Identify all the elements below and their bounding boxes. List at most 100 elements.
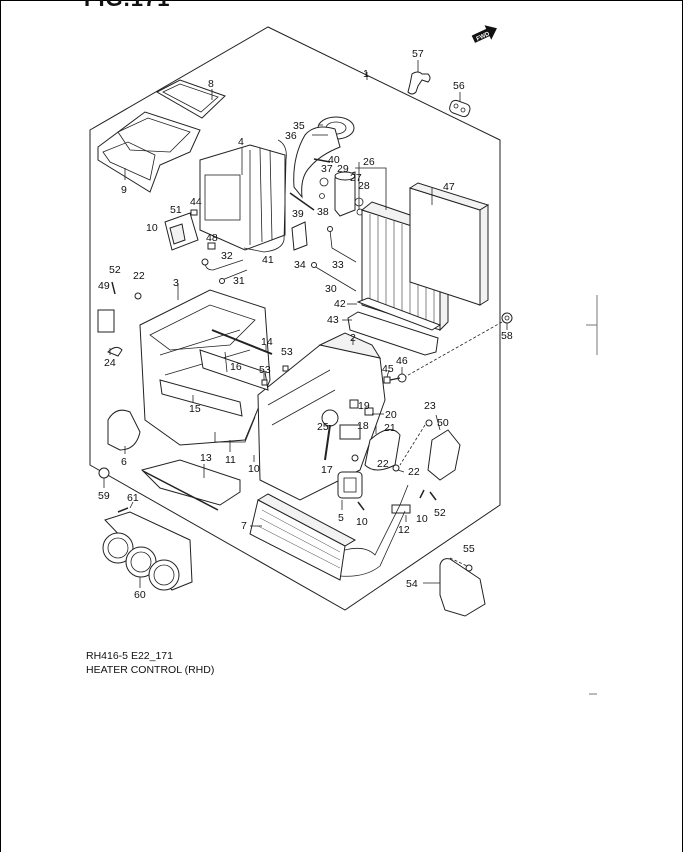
callout-40: 40 (328, 154, 340, 166)
part-41-wire-harness[interactable] (243, 139, 287, 253)
callout-61: 61 (127, 492, 139, 504)
callout-45: 45 (382, 363, 394, 375)
callout-7: 7 (241, 520, 247, 532)
callout-32: 32 (221, 250, 233, 262)
part-23-leader (399, 424, 426, 466)
part-22b-screw[interactable] (392, 464, 400, 472)
callout-35: 35 (293, 120, 305, 132)
part-13-tray[interactable] (141, 459, 241, 511)
part-4-blower-case[interactable] (199, 144, 286, 251)
part-36-fan-housing[interactable] (293, 126, 341, 199)
part-55-screw[interactable] (465, 564, 473, 572)
callout-10b: 10 (248, 463, 260, 475)
part-49-actuator[interactable] (97, 309, 115, 333)
callout-5: 5 (338, 512, 344, 524)
part-19-lever[interactable] (349, 399, 359, 409)
part-10c-screw[interactable] (357, 501, 365, 511)
callout-25: 25 (317, 421, 329, 433)
part-53b-clip[interactable] (261, 379, 268, 386)
callout-48: 48 (206, 232, 218, 244)
fwd-label: FWD (476, 31, 492, 42)
part-20-clip[interactable] (364, 407, 374, 416)
part-40-bolt[interactable] (313, 158, 331, 163)
part-59-nut[interactable] (98, 467, 110, 479)
part-50-actuator[interactable] (427, 429, 461, 481)
part-22c-screw[interactable] (351, 454, 359, 462)
part-42-seal[interactable] (356, 297, 442, 331)
part-38-oring[interactable] (319, 193, 325, 199)
part-16-door[interactable] (199, 349, 269, 391)
part-8-gasket[interactable] (155, 79, 226, 119)
callout-50: 50 (437, 417, 449, 429)
part-43-drain-pan[interactable] (347, 311, 439, 356)
part-29-expansion-valve[interactable] (334, 171, 356, 217)
callout-18: 18 (357, 420, 369, 432)
part-31-sensor-lead[interactable] (219, 269, 248, 284)
part-58-nut[interactable] (501, 312, 513, 324)
callout-16: 16 (230, 361, 242, 373)
part-48-connector[interactable] (207, 242, 216, 250)
part-15-door[interactable] (159, 379, 243, 417)
part-54-cover[interactable] (439, 558, 486, 617)
part-60-control-panel[interactable] (102, 511, 193, 591)
part-53a-clip[interactable] (282, 365, 289, 372)
part-44-clip[interactable] (190, 209, 198, 216)
callout-11: 11 (225, 454, 236, 466)
part-58-leader (402, 321, 503, 379)
part-7-heater-core[interactable] (249, 484, 409, 581)
part-33-thermistor[interactable] (327, 226, 357, 263)
callout-57: 57 (412, 48, 424, 60)
callout-59: 59 (98, 490, 110, 502)
callout-10a: 10 (146, 222, 158, 234)
callout-58: 58 (501, 330, 513, 342)
part-39-bolt[interactable] (289, 192, 315, 211)
callout-42: 42 (334, 298, 346, 310)
part-30-probe[interactable] (311, 262, 357, 292)
callout-46: 46 (396, 355, 408, 367)
callout-53a: 53 (281, 346, 293, 358)
figure-code: RH416-5 E22_171 (86, 650, 173, 662)
callout-21: 21 (384, 422, 396, 434)
callout-1: 1 (363, 68, 369, 80)
callout-52a: 52 (109, 264, 121, 276)
callout-60: 60 (134, 589, 146, 601)
part-32-sensor[interactable] (201, 258, 244, 271)
part-17-link[interactable] (324, 424, 331, 461)
callout-44: 44 (190, 196, 202, 208)
callout-43: 43 (327, 314, 339, 326)
part-45-bolt[interactable] (383, 376, 401, 384)
part-37-oring[interactable] (319, 177, 329, 187)
part-52b-screw[interactable] (429, 491, 437, 501)
callout-12: 12 (398, 524, 410, 536)
part-22a-screw[interactable] (134, 292, 142, 300)
callout-49: 49 (98, 280, 110, 292)
callout-37: 37 (321, 163, 333, 175)
part-57-hose-fitting[interactable] (407, 71, 431, 95)
part-52a-screw[interactable] (111, 281, 116, 295)
part-55-leader (449, 557, 468, 567)
part-14-rod[interactable] (211, 329, 273, 355)
part-56-grommet[interactable] (448, 99, 471, 118)
part-12-clamp[interactable] (391, 504, 411, 514)
part-34-plate[interactable] (291, 221, 308, 251)
callout-13: 13 (200, 452, 212, 464)
callout-10c: 10 (356, 516, 368, 528)
part-23-nut[interactable] (425, 419, 433, 427)
part-51-blower-resistor[interactable] (164, 212, 199, 251)
part-18-actuator[interactable] (339, 424, 361, 440)
callout-51: 51 (170, 204, 182, 216)
part-6-cover[interactable] (107, 409, 141, 451)
part-10d-screw[interactable] (419, 489, 425, 499)
callout-6: 6 (121, 456, 127, 468)
part-5-duct[interactable] (337, 471, 363, 499)
part-47-air-filter[interactable] (408, 182, 490, 306)
callout-14: 14 (261, 336, 273, 348)
callout-56: 56 (453, 80, 465, 92)
part-61-screw[interactable] (117, 507, 129, 513)
callout-47: 47 (443, 181, 455, 193)
part-2-heater-case-right[interactable] (257, 332, 386, 501)
callout-3: 3 (173, 277, 179, 289)
callout-29: 29 (337, 163, 349, 175)
part-9-seal-frame[interactable] (97, 111, 201, 193)
